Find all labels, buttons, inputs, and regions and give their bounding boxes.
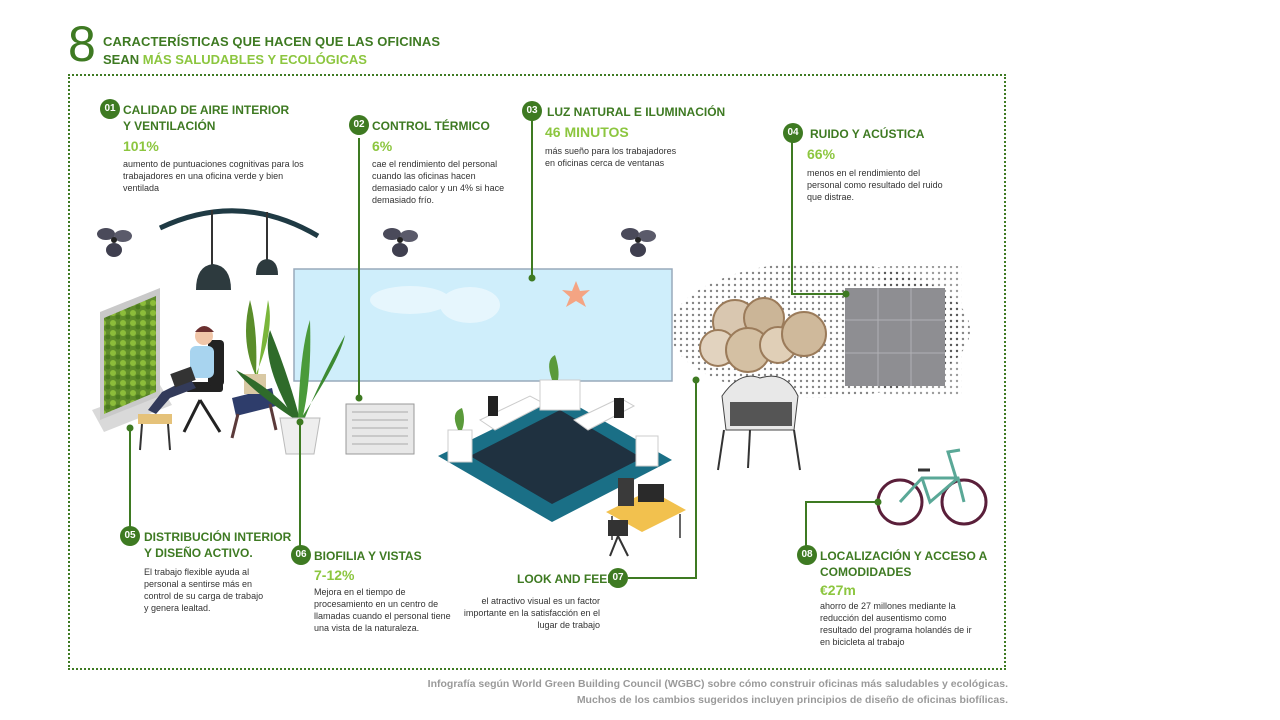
acoustic-tiles [845,288,945,386]
item-04-desc-line3: que distrae. [807,192,855,202]
infographic-frame [68,74,1006,670]
item-08-desc-line2: reducción del ausentismo como [820,613,947,623]
badge-06: 06 [291,545,311,565]
fan-icon [97,228,132,257]
subtitle-highlight: MÁS SALUDABLES Y ECOLÓGICAS [142,52,367,67]
item-07-heading: LOOK AND FEEL [517,572,615,586]
item-07-desc-line1: el atractivo visual es un factor [481,596,600,606]
item-08-desc-line1: ahorro de 27 millones mediante la [820,601,956,611]
fan-icon [621,228,656,257]
item-07-desc-line2: importante en la satisfacción en el [463,608,600,618]
title-number: 8 [68,16,96,72]
item-01-desc-line2: trabajadores en una oficina verde y bien [123,171,284,181]
item-06-heading: BIOFILIA Y VISTAS [314,549,422,563]
item-08-heading-line1: LOCALIZACIÓN Y ACCESO A [820,549,988,563]
item-03-desc-line1: más sueño para los trabajadores [545,146,677,156]
fan-icon [383,228,418,257]
item-08-description: ahorro de 27 millones mediante la reducci… [820,600,990,648]
ceiling-lamps [158,208,320,290]
item-01-heading-line2: Y VENTILACIÓN [123,119,216,133]
footer-source: Infografía según World Green Building Co… [427,678,1008,690]
window [293,268,673,382]
item-08-heading: LOCALIZACIÓN Y ACCESO A COMODIDADES [820,548,987,580]
armchair [717,375,801,471]
item-05-desc-line4: y genera lealtad. [144,603,211,613]
item-08-desc-line3: resultado del programa holandés de ir [820,625,972,635]
item-06-desc-line3: llamadas cuando el personal tiene [314,611,451,621]
item-02-desc-line1: cae el rendimiento del personal [372,159,498,169]
badge-07: 07 [608,568,628,588]
item-05-desc-line3: control de su carga de trabajo [144,591,264,601]
item-03-heading: LUZ NATURAL E ILUMINACIÓN [547,105,726,119]
item-06-stat: 7-12% [314,567,355,583]
bicycle-icon [876,448,988,526]
item-03-description: más sueño para los trabajadores en oficin… [545,145,705,169]
item-05-description: El trabajo flexible ayuda al personal a s… [144,566,284,614]
item-02-desc-line2: cuando las oficinas hacen [372,171,476,181]
badge-02: 02 [349,115,369,135]
plant-on-stool [230,300,278,439]
item-05-heading: DISTRIBUCIÓN INTERIOR Y DISEÑO ACTIVO. [144,529,291,561]
item-03-stat: 46 MINUTOS [545,124,629,140]
item-04-desc-line2: personal como resultado del ruido [807,180,943,190]
item-04-heading: RUIDO Y ACÚSTICA [810,127,925,141]
badge-03: 03 [522,101,542,121]
item-08-heading-line2: COMODIDADES [820,565,912,579]
badge-05: 05 [120,526,140,546]
item-02-description: cae el rendimiento del personal cuando la… [372,158,522,206]
item-07-desc-line3: lugar de trabajo [537,620,600,630]
green-wall [92,288,172,432]
computer-desk [606,478,686,557]
item-08-stat: €27m [820,582,856,598]
item-01-desc-line1: aumento de puntuaciones cognitivas para … [123,159,304,169]
badge-01: 01 [100,99,120,119]
item-06-description: Mejora en el tiempo de procesamiento en u… [314,586,474,634]
item-02-desc-line4: demasiado frío. [372,195,435,205]
badge-08: 08 [797,545,817,565]
item-02-stat: 6% [372,138,393,154]
acoustic-wood-panels [699,297,827,373]
person-with-laptop [138,326,224,451]
item-01-desc-line3: ventilada [123,183,160,193]
item-06-desc-line4: una vista de la naturaleza. [314,623,420,633]
item-04-desc-line1: menos en el rendimiento del [807,168,921,178]
item-05-heading-line2: Y DISEÑO ACTIVO. [144,546,253,560]
item-06-desc-line2: procesamiento en un centro de [314,599,439,609]
footer-note: Muchos de los cambios sugeridos incluyen… [576,694,1008,706]
item-01-heading-line1: CALIDAD DE AIRE INTERIOR [123,103,290,117]
item-07-description: el atractivo visual es un factor importan… [462,595,600,631]
connector-lines [126,120,882,579]
open-office [438,355,672,522]
subtitle-prefix: SEAN [103,52,143,67]
badge-04: 04 [783,123,803,143]
item-04-description: menos en el rendimiento del personal como… [807,167,957,203]
item-06-desc-line1: Mejora en el tiempo de [314,587,406,597]
item-05-desc-line2: personal a sentirse más en [144,579,253,589]
item-02-heading: CONTROL TÉRMICO [372,119,490,133]
large-plant [236,320,345,455]
item-08-desc-line4: en bicicleta al trabajo [820,637,905,647]
item-05-heading-line1: DISTRIBUCIÓN INTERIOR [144,530,292,544]
item-01-heading: CALIDAD DE AIRE INTERIOR Y VENTILACIÓN [123,102,289,134]
page-title: CARACTERÍSTICAS QUE HACEN QUE LAS OFICIN… [103,34,441,49]
item-01-description: aumento de puntuaciones cognitivas para … [123,158,323,194]
item-01-stat: 101% [123,138,159,154]
item-03-desc-line2: en oficinas cerca de ventanas [545,158,665,168]
sun-icon [562,281,590,307]
item-04-stat: 66% [807,146,836,162]
item-05-desc-line1: El trabajo flexible ayuda al [144,567,250,577]
item-02-desc-line3: demasiado calor y un 4% si hace [372,183,505,193]
radiator [345,403,415,455]
page-subtitle: SEAN MÁS SALUDABLES Y ECOLÓGICAS [103,52,367,67]
